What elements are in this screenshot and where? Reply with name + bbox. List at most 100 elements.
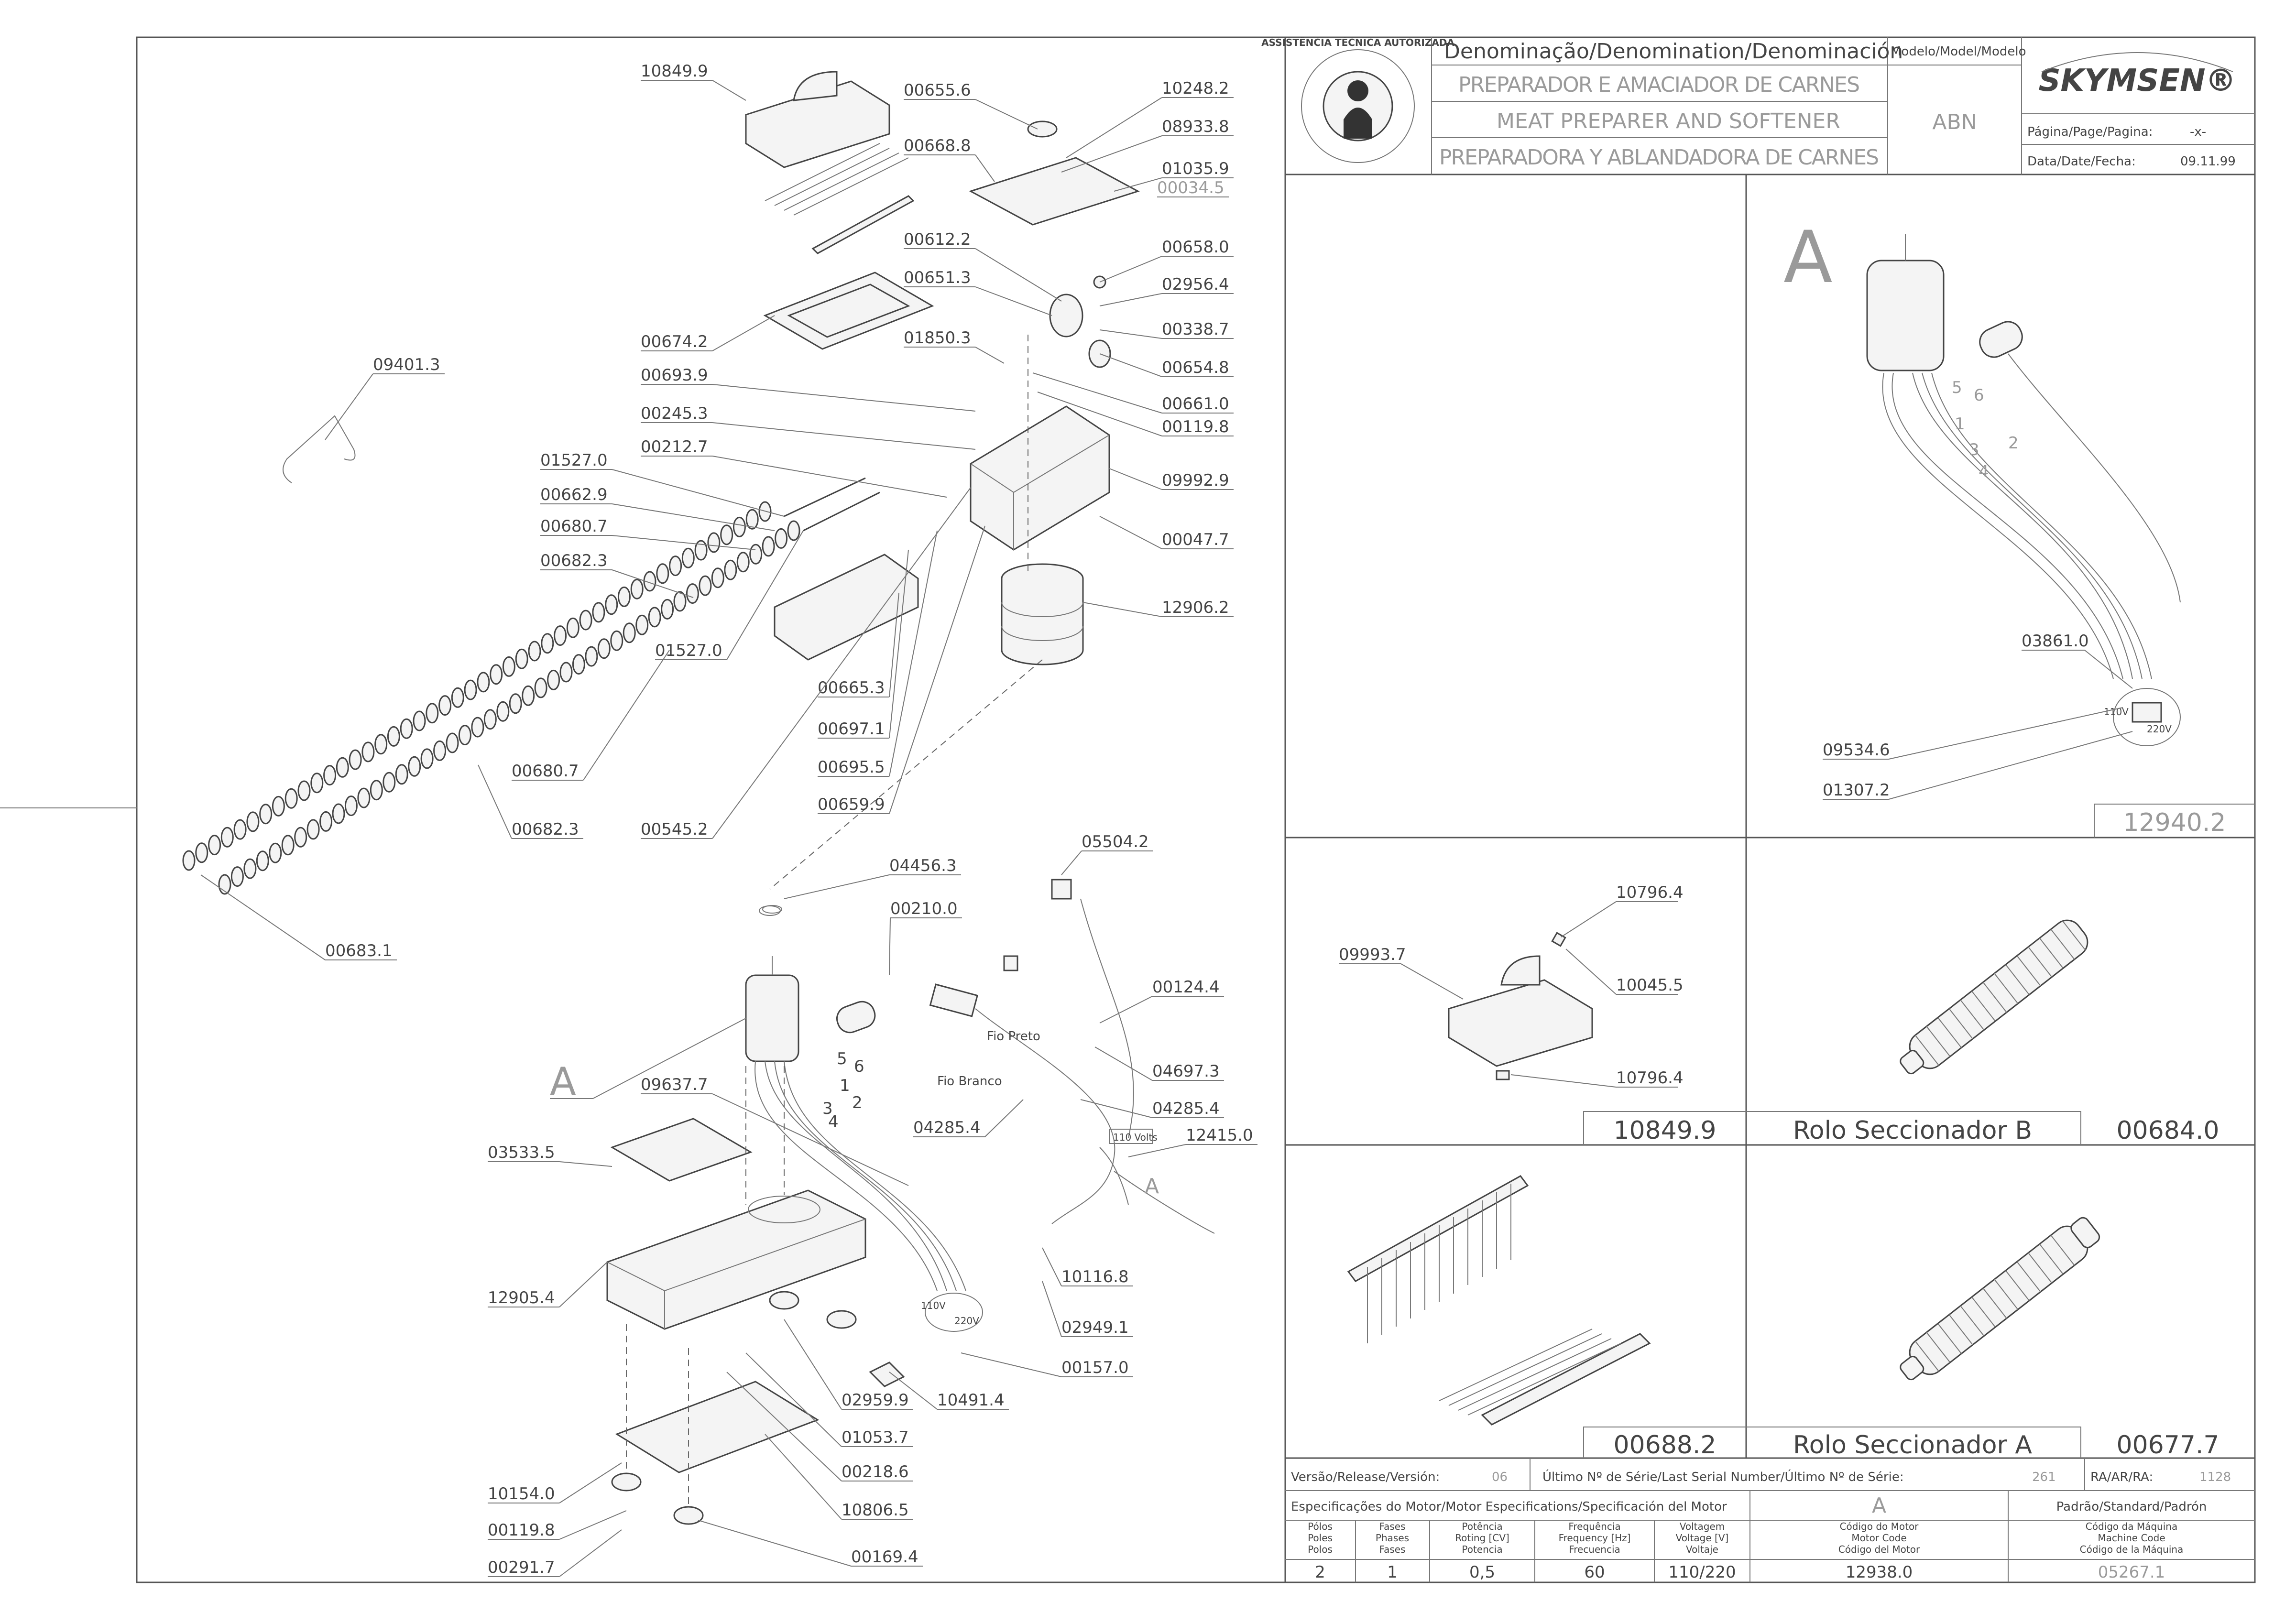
part-label: 00682.3 <box>512 820 579 839</box>
cutter-disc <box>220 827 234 848</box>
leader-line <box>889 530 938 777</box>
name-pt: PREPARADOR E AMACIADOR DE CARNES <box>1458 73 1860 97</box>
sheet-border <box>136 36 2256 1583</box>
exploded-view-lower: 110V 220V <box>606 879 1215 1525</box>
part-label: 10796.4 <box>1616 883 1684 902</box>
part-label: 00119.8 <box>488 1521 555 1540</box>
cutter-disc <box>490 664 503 685</box>
part-label: 00668.8 <box>904 136 971 155</box>
motor-spec-header: Especificações do Motor/Motor Especifica… <box>1291 1500 1727 1514</box>
wire-black-label: Fio Preto <box>987 1029 1040 1044</box>
roller-chain-drawing <box>182 501 800 895</box>
cutter-disc <box>230 866 244 887</box>
part-label: 00683.1 <box>325 941 393 960</box>
spec-values: 2 1 0,5 60 110/220 12938.0 05267.1 <box>1315 1563 2165 1582</box>
cutter-disc <box>502 656 515 677</box>
cutter-disc <box>736 552 750 573</box>
leader-line <box>612 535 756 550</box>
leader-line <box>1037 392 1162 436</box>
serial-label: Último Nº de Série/Last Serial Number/Úl… <box>1542 1469 1904 1484</box>
detail-a-code: 12940.2 <box>2123 808 2226 837</box>
cutter-disc <box>374 734 388 755</box>
cutter-disc <box>559 662 573 683</box>
release-row: Versão/Release/Versión: 06 Último Nº de … <box>1285 1458 2255 1491</box>
part-label: 09993.7 <box>1339 945 1406 964</box>
leader-line <box>975 248 1062 302</box>
cutter-disc <box>426 703 439 724</box>
gearbox-drawing <box>970 405 1110 551</box>
leader-line <box>1061 850 1082 875</box>
cutter-disc <box>597 638 611 659</box>
part-label: 00680.7 <box>512 762 579 781</box>
top-plate-drawing <box>969 157 1140 226</box>
cutter-disc <box>400 718 413 739</box>
leader-line <box>1099 353 1162 377</box>
part-label: 03533.5 <box>488 1143 555 1162</box>
seal-text: ASSISTÊNCIA TÉCNICA AUTORIZADA <box>1261 37 1454 48</box>
svg-text:Fases: Fases <box>1379 1521 1405 1532</box>
view-a-letter-2: A <box>1145 1174 1159 1198</box>
leader-line <box>1128 1144 1186 1157</box>
cutter-disc <box>272 795 285 817</box>
leader-line <box>975 286 1052 316</box>
cutter-disc <box>775 528 788 549</box>
cutter-disc <box>541 633 554 654</box>
cutter-disc <box>762 536 775 557</box>
cutter-disc <box>246 811 260 832</box>
cutter-disc <box>310 773 324 794</box>
lower-wire-3: 3 <box>822 1099 833 1118</box>
terminal-block-detail-a <box>2113 688 2181 746</box>
part-label: 12415.0 <box>1186 1126 1253 1145</box>
cutter-disc <box>547 669 560 690</box>
part-label: 00291.7 <box>488 1558 555 1577</box>
motor-detail-a <box>1866 260 1945 371</box>
cutter-disc <box>269 842 282 863</box>
part-label: 00212.7 <box>641 437 708 457</box>
cutter-disc <box>294 827 307 848</box>
part-label: 00674.2 <box>641 332 708 351</box>
detail-10849-code: 10849.9 <box>1613 1116 1716 1145</box>
cutter-disc <box>420 748 434 769</box>
leader-line <box>745 1352 842 1447</box>
version-value: 06 <box>1492 1470 1508 1484</box>
roller-b-code: 00684.0 <box>2116 1116 2219 1145</box>
svg-text:Potência: Potência <box>1462 1521 1502 1532</box>
leader-line <box>712 80 746 101</box>
part-label: 01053.7 <box>842 1428 909 1447</box>
leader-line <box>712 487 971 839</box>
svg-text:Roting [CV]: Roting [CV] <box>1455 1532 1509 1544</box>
ra-label: RA/AR/RA: <box>2090 1470 2153 1484</box>
cover-drawing <box>745 80 890 168</box>
brand-logo: SKYMSEN® <box>2038 63 2236 98</box>
leader-line <box>325 373 373 440</box>
part-label: 00210.0 <box>890 899 958 918</box>
leader-line <box>784 874 890 899</box>
part-label: 04697.3 <box>1152 1062 1220 1081</box>
foot-drawing <box>611 1472 642 1492</box>
leader-line <box>1061 135 1162 173</box>
cutter-disc <box>471 717 484 738</box>
comb-code: 00688.2 <box>1613 1431 1716 1460</box>
cutter-disc <box>617 586 631 607</box>
svg-text:Voltagem: Voltagem <box>1680 1521 1725 1532</box>
cutter-disc <box>433 740 447 761</box>
leader-line <box>889 592 899 697</box>
part-label: 09992.9 <box>1162 471 1229 490</box>
svg-text:Poles: Poles <box>1308 1532 1333 1544</box>
leader-line <box>559 1161 612 1167</box>
leader-line <box>889 549 909 739</box>
cutter-disc <box>623 622 636 643</box>
part-label: 00612.2 <box>904 230 971 249</box>
part-label: 01527.0 <box>540 451 608 470</box>
part-label: 09637.7 <box>641 1075 708 1094</box>
leader-line <box>889 917 891 976</box>
base-tray-drawing <box>774 554 919 661</box>
wire-1: 1 <box>1955 414 1965 434</box>
part-label: 02959.9 <box>842 1391 909 1410</box>
part-label: 00124.4 <box>1152 978 1220 997</box>
svg-text:Polos: Polos <box>1308 1544 1333 1555</box>
svg-text:Código del Motor: Código del Motor <box>1838 1544 1920 1555</box>
page-label: Página/Page/Pagina: <box>2027 125 2153 139</box>
part-label: 00661.0 <box>1162 394 1229 414</box>
